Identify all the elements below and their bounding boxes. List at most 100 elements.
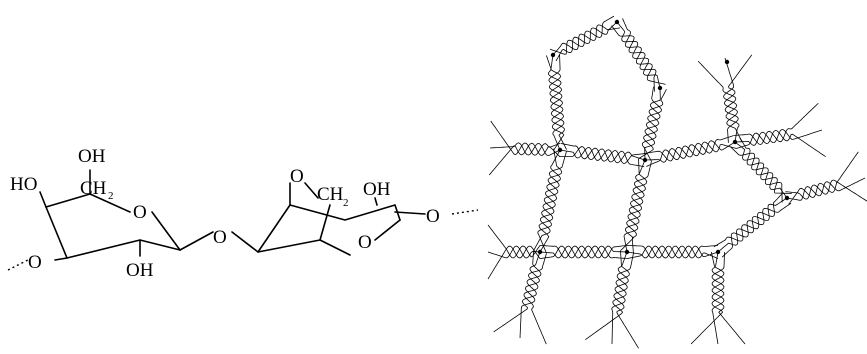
ring-2-top-oxygen: O <box>290 166 304 187</box>
helix-strand <box>613 253 639 349</box>
chain-right-dots <box>451 209 479 215</box>
helix-strand <box>490 120 561 156</box>
helix-strand <box>487 224 541 259</box>
helix-strand <box>620 158 648 251</box>
junction-zone <box>657 85 663 91</box>
junction-zone <box>550 52 556 58</box>
helix-rod-18 <box>585 250 639 349</box>
hydroxyl-label-oh-top: OH <box>78 146 106 167</box>
helix-rod-8 <box>785 151 867 205</box>
helix-rod-2 <box>546 54 567 151</box>
helix-rod-10 <box>533 148 567 254</box>
methylene-subscript-left: 2 <box>108 190 114 202</box>
helix-strand <box>547 54 565 151</box>
helix-rod-12 <box>539 245 628 259</box>
helix-strand <box>723 54 753 142</box>
hydroxyl-label-oh-right: OH <box>363 179 391 200</box>
helix-strand <box>546 55 565 151</box>
junction-zone <box>614 19 620 25</box>
helix-rod-19 <box>690 251 746 345</box>
helix-strand <box>786 177 866 201</box>
helix-strand <box>644 89 667 162</box>
helix-strand <box>641 88 661 160</box>
helix-strand <box>487 245 541 259</box>
helix-strand <box>638 86 662 160</box>
helix-rod-6 <box>643 135 737 167</box>
methylene-label-left: CH <box>80 178 107 199</box>
hydroxyl-label-oh-bottom: OH <box>126 260 154 281</box>
helix-strand <box>645 140 736 163</box>
helix-strand <box>611 25 657 92</box>
helix-rod-9 <box>713 192 792 258</box>
chain-left-dots <box>7 259 29 271</box>
glucan-structure: HO OH CH 2 O O OH O O CH 2 OH O O <box>7 146 479 281</box>
helix-strand <box>643 135 734 162</box>
helix-strand <box>626 245 719 259</box>
ring-2-bonds <box>231 182 426 256</box>
helix-strand <box>559 146 645 167</box>
helix-strand <box>611 251 629 344</box>
junction-zone <box>784 195 790 201</box>
helix-strand <box>622 18 666 85</box>
hydroxyl-label-ho: HO <box>10 174 37 195</box>
junction-zone <box>642 157 648 163</box>
helix-strand <box>555 27 621 62</box>
helix-strand <box>626 161 652 254</box>
helix-strand <box>585 250 630 341</box>
helix-rod-17 <box>493 250 547 345</box>
helix-strand <box>539 245 628 259</box>
helix-strand <box>739 137 792 194</box>
junction-zone <box>732 139 738 145</box>
helix-strand <box>646 141 737 167</box>
junction-zone <box>715 249 721 255</box>
helix-rod-11 <box>620 158 652 254</box>
ring-oxygen-1: O <box>133 202 147 223</box>
helix-strand <box>533 148 563 251</box>
helix-strand <box>487 245 541 280</box>
helix-strand <box>489 142 561 157</box>
helix-rod-13 <box>626 245 719 259</box>
helix-rod-0 <box>549 15 621 62</box>
helix-strand <box>788 181 867 205</box>
helix-rod-7 <box>729 137 792 203</box>
helix-rod-1 <box>611 18 666 92</box>
helix-rod-16 <box>487 224 541 280</box>
helix-rod-4 <box>697 54 753 143</box>
helix-strand <box>721 202 792 258</box>
helix-strand <box>559 146 646 164</box>
helix-rod-15 <box>734 103 826 158</box>
helix-strand <box>623 159 646 253</box>
junction-zone <box>537 249 543 255</box>
methylene-label-right: CH <box>317 184 344 205</box>
helix-strand <box>537 151 567 254</box>
helix-strand <box>711 251 725 345</box>
methylene-subscript-right: 2 <box>343 197 349 209</box>
helix-strand <box>729 146 783 203</box>
helix-strand <box>690 251 725 345</box>
helix-strand <box>523 253 547 345</box>
helix-strand <box>717 197 788 253</box>
helix-strand <box>616 21 661 89</box>
helix-strand <box>697 60 739 143</box>
helix-strand <box>539 245 628 259</box>
glycosidic-oxygen: O <box>213 227 227 248</box>
helix-strand <box>539 245 628 259</box>
helix-strand <box>519 251 541 339</box>
junction-zone <box>724 59 730 65</box>
helix-strand <box>549 15 615 55</box>
ring-oxygen-2: O <box>358 232 372 253</box>
junction-zone <box>557 147 563 153</box>
helix-strand <box>734 129 823 146</box>
helix-strand <box>548 54 567 150</box>
helix-strand <box>735 129 826 158</box>
helix-strand <box>488 142 561 176</box>
helix-strand <box>785 151 859 200</box>
helix-rod-14 <box>488 120 561 176</box>
helix-strand <box>538 149 561 253</box>
junction-zone <box>624 249 630 255</box>
helix-rod-5 <box>559 143 646 167</box>
helix-network <box>487 15 867 349</box>
helix-strand <box>734 141 788 199</box>
